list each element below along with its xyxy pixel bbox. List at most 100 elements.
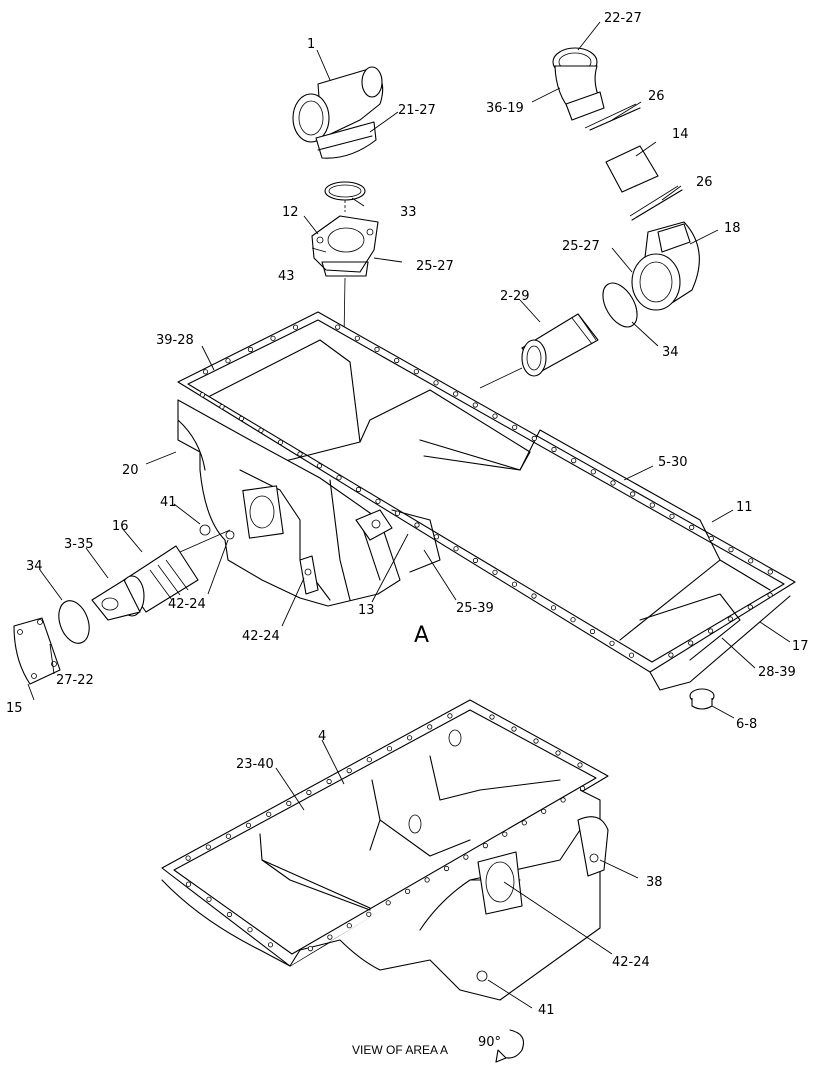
flange-bolt [609,640,615,646]
tube-part-2 [521,313,599,377]
adapter-part-12 [311,215,379,277]
flange-bolt [443,865,450,872]
flange-bolt [531,593,537,599]
flange-bolt [306,789,312,796]
flange-bolt [551,446,557,453]
callout-11: 11 [736,500,753,515]
flange-bolt [219,404,225,410]
callout-23-40: 23-40 [236,757,274,772]
flange-bolt [541,808,547,814]
flange-bolt [366,911,372,917]
flange-bolt [649,502,655,508]
callout-42-24-c: 42-24 [612,955,650,970]
callout-12: 12 [282,205,299,220]
flange-bolt [472,557,479,564]
flange-bolt [571,457,577,464]
flange-bolt [669,513,675,519]
callout-38: 38 [646,875,663,890]
callout-labels: 1 22-27 21-27 36-19 26 14 33 12 26 18 25… [6,11,809,1018]
flange-bolt [433,380,439,386]
flange-bolt [489,714,495,720]
callout-41-a: 41 [160,495,177,510]
callout-5-30: 5-30 [658,455,688,470]
callout-21-27: 21-27 [398,103,436,118]
flange-bolt [247,346,254,353]
flange-bolt [225,358,231,364]
flange-bolt [511,726,517,732]
callout-34-a: 34 [662,345,679,360]
flange-bolt [427,724,433,730]
cover-part-27 [13,617,61,685]
callout-33: 33 [400,205,417,220]
flange-bolt [245,822,252,828]
callout-6-8: 6-8 [736,717,757,732]
flange-bolt [202,369,209,375]
flange-bolt [463,854,469,860]
drain-plug-part-6 [689,688,715,710]
flange-bolt [482,842,488,849]
callout-16: 16 [112,519,129,534]
o-ring-34 [602,282,638,328]
flange-bolt [346,923,352,929]
flange-bolt [335,324,341,330]
flange-bolt [205,844,211,850]
flange-bolt [307,945,313,952]
hose-part-14 [605,145,659,193]
flange-bolt [267,942,274,948]
flange-bolt [292,324,299,330]
flange-bolt [366,757,372,763]
callout-28-39: 28-39 [758,665,796,680]
flange-bolt [185,855,191,861]
flange-bolt [512,424,518,430]
callout-25-27-b: 25-27 [416,259,454,274]
flange-bolt [247,927,253,933]
flange-bolt [577,762,583,768]
flange-bolt [225,833,231,839]
flange-bolt [708,535,714,542]
flange-bolt [447,713,453,719]
flange-bolt [394,357,400,364]
flange-bolt [424,877,430,883]
flange-bolt [767,592,773,598]
flange-bolt [394,510,401,516]
flange-bolt [433,534,440,540]
callout-34-b: 34 [26,559,43,574]
flange-bolt [199,392,206,398]
flange-bolt [630,491,636,497]
flange-bolt [767,569,773,575]
callout-14: 14 [672,127,689,142]
flange-bolt [610,480,616,486]
flange-bolt [277,439,284,445]
callout-26-a: 26 [648,89,665,104]
callout-17: 17 [792,639,809,654]
flange-bolt [453,546,459,552]
flange-bolt [326,778,332,785]
flange-bolt [727,616,734,622]
flange-bolt [589,628,596,635]
callout-13: 13 [358,603,375,618]
flange-bolt [533,738,539,744]
callout-42-24-b: 42-24 [242,629,280,644]
flange-bolt [316,463,323,469]
flange-bolt [258,427,264,433]
flange-bolt [354,335,360,341]
flange-bolt [270,335,276,341]
flange-bolt [688,640,694,646]
flange-bolt [386,746,393,752]
callout-41-b: 41 [538,1003,555,1018]
area-label: A [414,623,429,648]
flange-bolt [502,831,508,837]
callout-39-28: 39-28 [156,333,194,348]
flange-bolt [579,785,586,792]
flange-bolts-view [185,713,586,952]
callout-18: 18 [724,221,741,236]
flange-bolt [707,628,714,634]
flange-bolt [266,811,272,817]
flange-bolt [404,888,411,895]
flange-bolt [226,911,233,918]
flange-bolt [748,558,754,564]
callout-2-29: 2-29 [500,289,530,304]
flange-bolt [747,604,753,610]
callout-15: 15 [6,701,23,716]
flange-bolt [375,498,381,504]
